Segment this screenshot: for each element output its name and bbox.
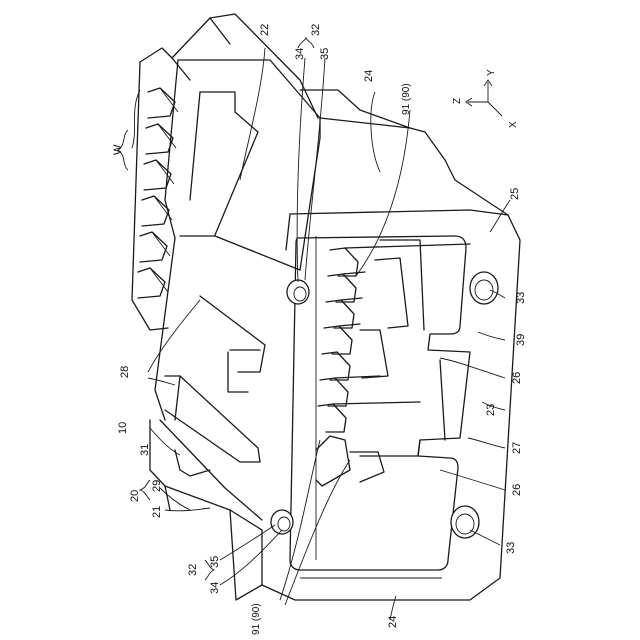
inner-ribs	[360, 240, 445, 456]
label-34-bottom: 34	[209, 582, 221, 594]
label-33-upper: 33	[515, 292, 527, 304]
label-35-top: 35	[319, 48, 331, 60]
label-34-top: 34	[294, 48, 306, 60]
label-29: 29	[151, 480, 163, 492]
label-26-upper: 26	[511, 372, 523, 384]
label-10: 10	[117, 422, 129, 434]
axis-y-label: Y	[486, 69, 497, 76]
label-91-top: 91 (90)	[401, 83, 412, 115]
label-32-top: 32	[310, 24, 322, 36]
braces	[118, 38, 314, 580]
label-24-top: 24	[363, 70, 375, 82]
label-27: 27	[511, 442, 523, 454]
lower-housing-28	[150, 238, 265, 600]
axis-x-label: X	[508, 121, 519, 128]
terminal-row	[316, 244, 470, 486]
label-22: 22	[259, 24, 271, 36]
hole-lower	[451, 506, 479, 538]
body-top-24	[286, 90, 508, 250]
label-35-bottom: 35	[209, 556, 221, 568]
label-39: 39	[515, 334, 527, 346]
label-28: 28	[119, 366, 131, 378]
label-33-lower: 33	[505, 542, 517, 554]
label-w: W	[112, 144, 124, 155]
axis-z-label: Z	[452, 98, 463, 104]
terminal-stack-w	[132, 14, 318, 330]
label-25: 25	[509, 188, 521, 200]
label-31: 31	[139, 444, 151, 456]
axis-triad: Y Z X	[452, 69, 519, 128]
label-24-bottom: 24	[387, 616, 399, 628]
label-32-bottom: 32	[187, 564, 199, 576]
label-26-lower: 26	[511, 484, 523, 496]
peg-upper	[287, 280, 309, 304]
label-20: 20	[129, 490, 141, 502]
reference-labels: W 22 34 32 35 24 91 (90) 25 33 39 26 23 …	[112, 24, 527, 635]
label-91-bottom: 91 (90)	[251, 603, 262, 635]
hole-upper	[470, 272, 498, 304]
label-21: 21	[151, 506, 163, 518]
label-23: 23	[485, 404, 497, 416]
